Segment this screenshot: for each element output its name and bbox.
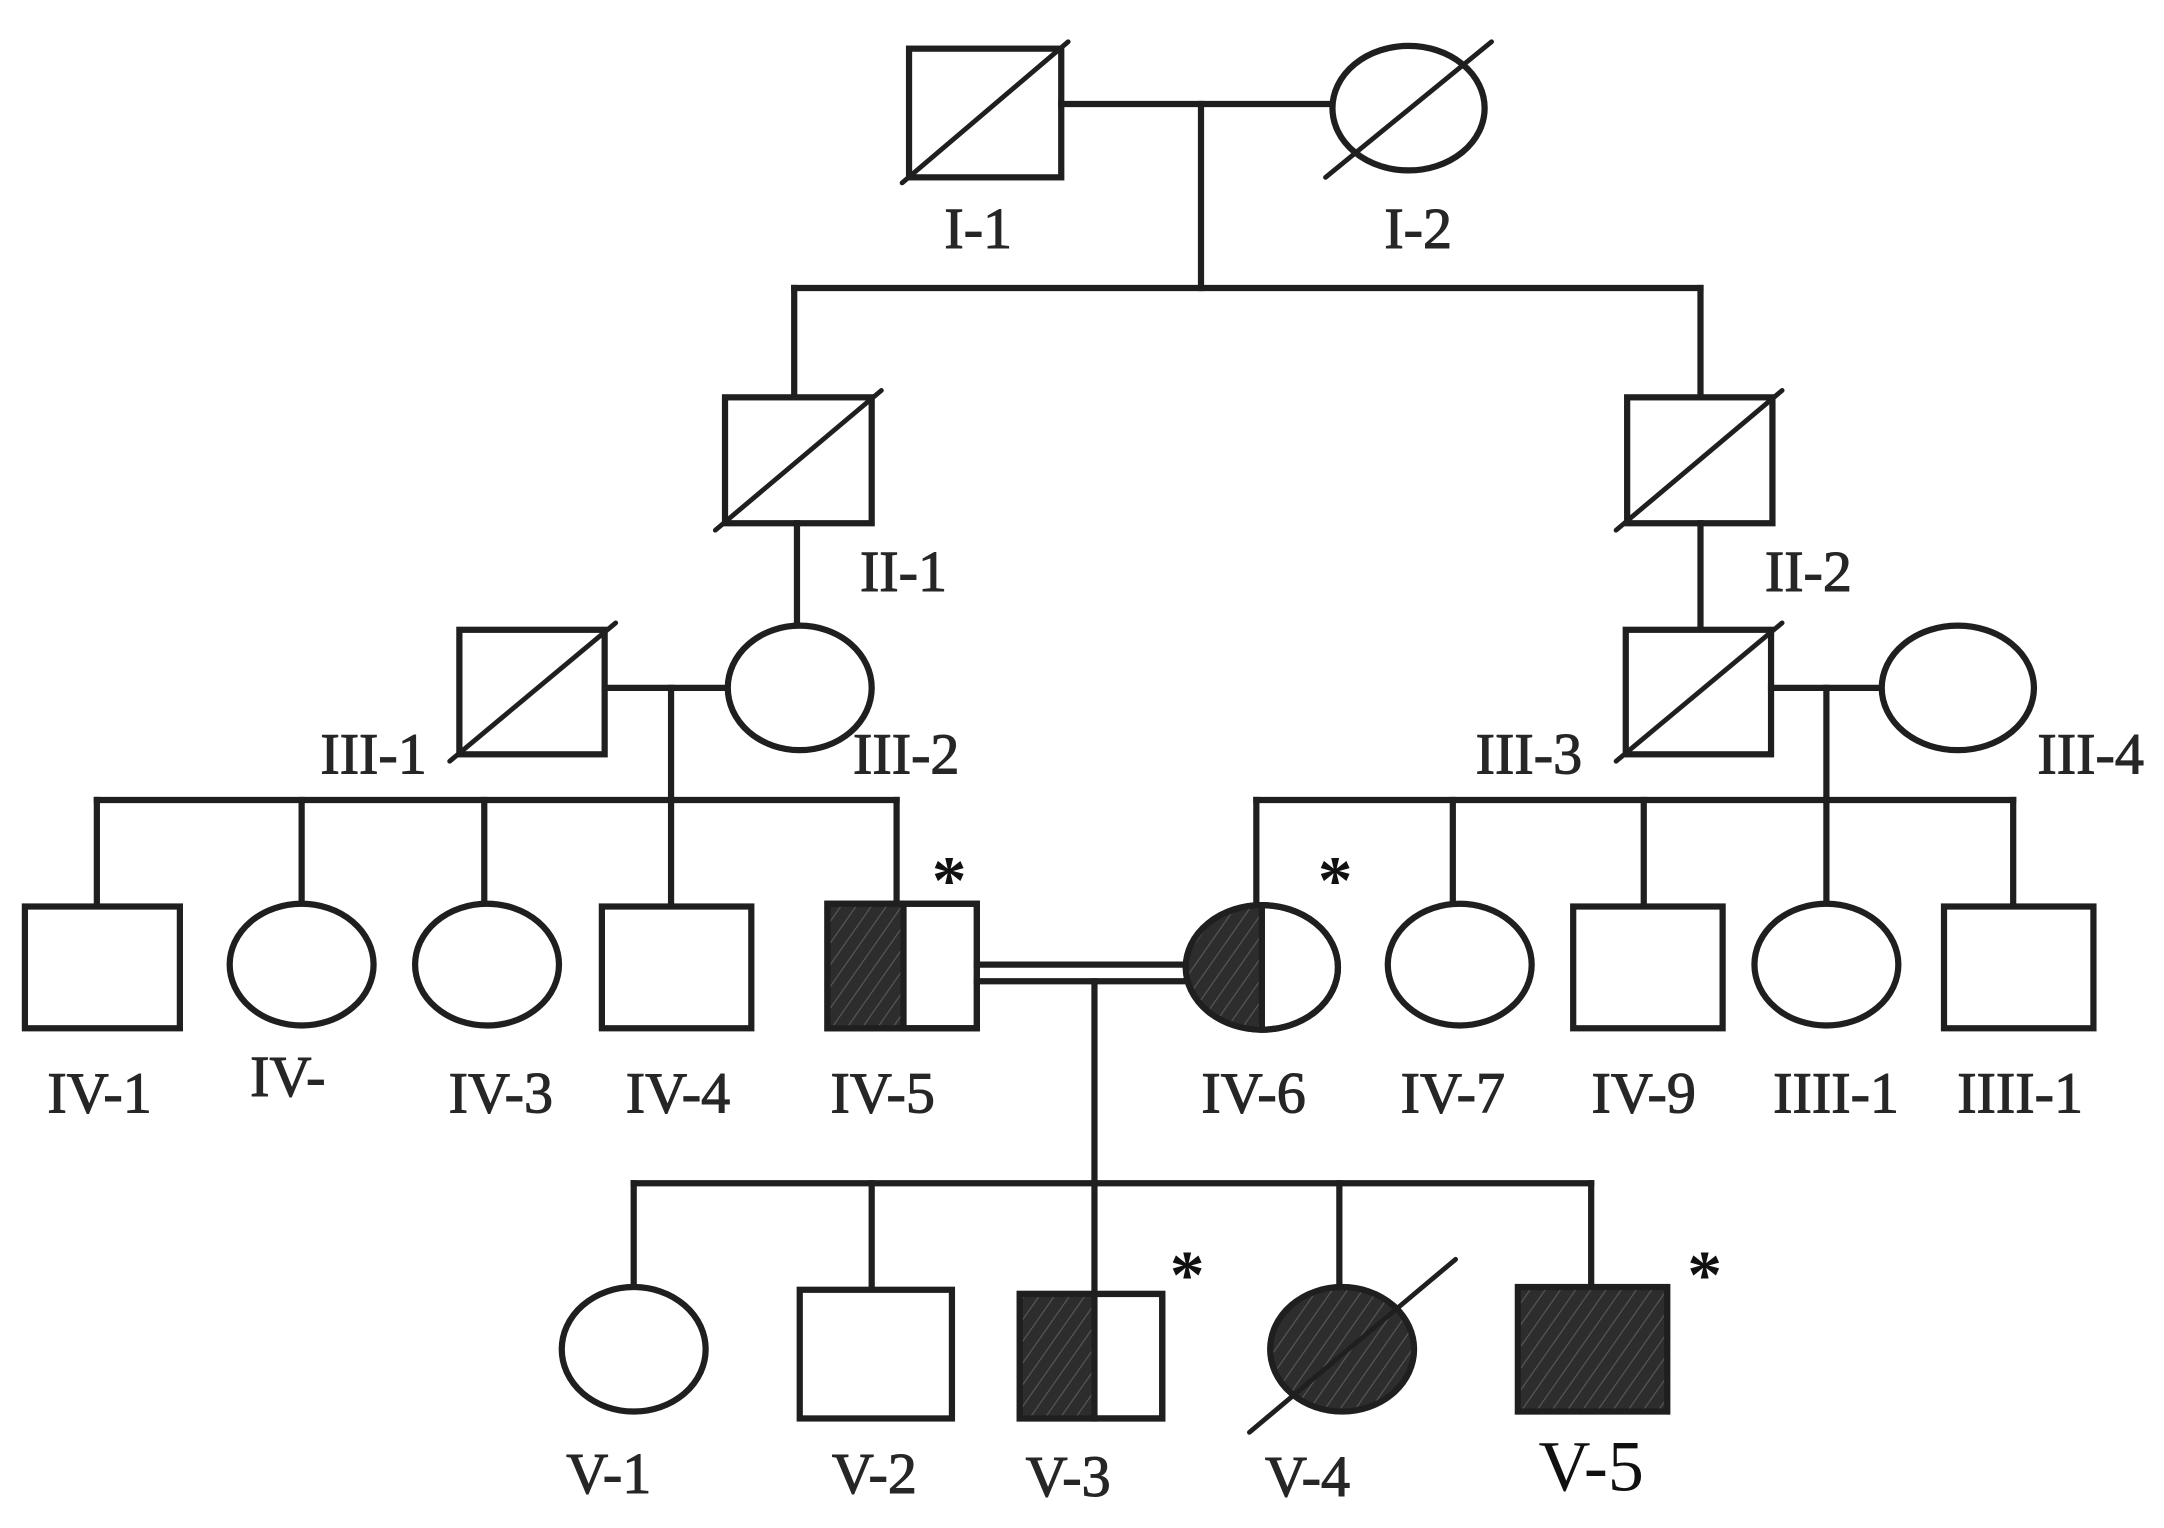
deceased-slash [447,620,619,764]
individual-IV-4: IV-4 [598,903,755,1126]
individual-label: V-4 [1265,1444,1350,1509]
individual-I-1: I-1 [899,39,1071,261]
female-symbol [226,900,377,1029]
individual-label: I-2 [1384,196,1452,261]
carrier-half-fill [1185,905,1262,1030]
male-symbol [1570,903,1726,1032]
deceased-slash [712,387,884,533]
affected-female-symbol [1267,1283,1418,1415]
individual-label: V-3 [1026,1444,1111,1509]
male-symbol [21,903,183,1032]
female-symbol [1878,622,2038,754]
individual-IV-9: IV-9 [1570,903,1726,1126]
individual-label: III-2 [853,722,959,787]
proband-asterisk: * [1318,842,1353,919]
deceased-slash [899,39,1071,186]
female-symbol [724,622,875,754]
female-symbol [411,900,563,1029]
individual-label: V-2 [832,1441,917,1506]
individual-label: IV-4 [626,1061,730,1126]
individual-V-5: V-5 * [1514,1236,1722,1506]
individual-I-2: I-2 [1323,39,1494,261]
generation-V: V-1 V-2 V-3 * V-4 V-5 * [558,1180,1722,1509]
individual-label: III-4 [2037,722,2143,787]
individual-label: IV-9 [1592,1061,1696,1126]
female-symbol [558,1283,709,1415]
individual-label: IIII-1 [1773,1061,1899,1126]
individual-III-4: III-4 [1878,622,2144,787]
individual-label: III-1 [320,722,426,787]
individual-label: IV-5 [831,1061,935,1126]
carrier-half-fill [827,903,904,1029]
individual-IIII-1-female: IIII-1 [1751,900,1902,1126]
individual-V-1: V-1 [558,1283,709,1507]
individual-label: II-2 [1765,539,1852,604]
individual-label: V-1 [566,1441,651,1506]
affected-male-symbol [1514,1283,1671,1415]
individual-label: IV-6 [1201,1061,1305,1126]
female-symbol [1384,900,1535,1029]
individual-label: II-1 [860,539,947,604]
deceased-slash [1613,620,1785,764]
individual-V-4: V-4 [1246,1256,1459,1509]
male-symbol [796,1286,956,1422]
individual-label: IIII-1 [1957,1061,2083,1126]
individual-III-1: III-1 [320,620,619,787]
individual-V-3: V-3 * [1016,1236,1205,1509]
individual-IV-3: IV-3 [411,900,563,1126]
male-symbol [598,903,755,1032]
individual-label: V-5 [1539,1426,1644,1506]
proband-asterisk: * [1170,1236,1205,1313]
proband-asterisk: * [1687,1236,1722,1313]
individual-IV-6: IV-6 * [1182,842,1353,1126]
individual-III-2: III-2 [724,622,960,787]
individual-label: III-3 [1476,722,1582,787]
individual-IV-7: IV-7 [1384,900,1535,1126]
individual-III-3: III-3 [1475,620,1785,787]
individual-IIII-1-male: IIII-1 [1940,903,2097,1126]
deceased-slash [1246,1256,1459,1435]
individual-IV-1: IV-1 [21,903,183,1126]
individual-IV-2: IV- [226,900,377,1110]
individual-V-2: V-2 [796,1286,956,1507]
proband-asterisk: * [932,842,967,919]
deceased-slash [1323,39,1494,180]
consanguineous-marriage-line [973,961,1189,985]
individual-label: IV-3 [449,1061,553,1126]
generation-I: I-1 I-2 [791,39,1704,401]
individual-label: I-1 [944,196,1012,261]
female-symbol [1751,900,1902,1029]
individual-IV-5: IV-5 * [824,842,980,1126]
generation-II: II-1 II-2 [712,387,1853,633]
male-symbol-outline [1016,1290,1166,1422]
individual-label: IV-1 [47,1061,151,1126]
generation-III: III-1 III-2 III-3 III-4 [320,620,2144,804]
individual-label: IV- [250,1044,325,1109]
deceased-slash [1613,387,1785,533]
carrier-half-fill [1019,1293,1095,1419]
male-symbol [1940,903,2097,1032]
individual-label: IV-7 [1401,1061,1505,1126]
generation-IV: IV-1 IV- IV-3 IV-4 IV-5 * [21,796,2097,1298]
